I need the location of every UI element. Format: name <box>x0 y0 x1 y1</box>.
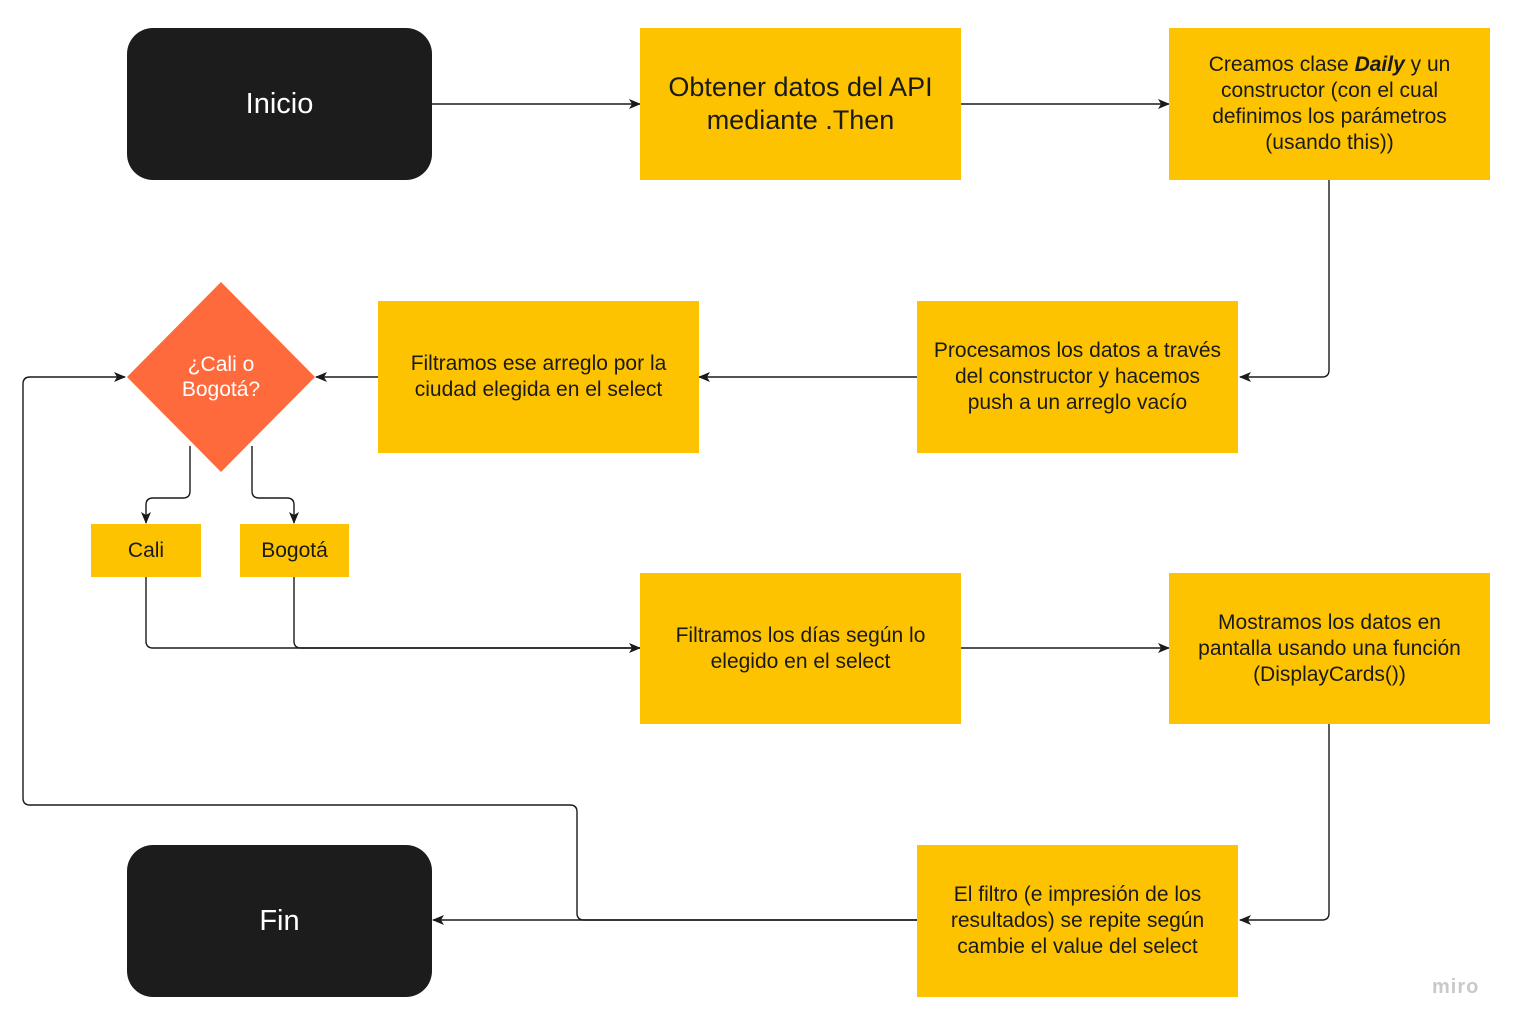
edge-mostramos-to-el-filtro <box>1239 724 1330 925</box>
miro-watermark: miro <box>1432 976 1480 998</box>
edge-el-filtro-loop-to-decision <box>22 372 917 921</box>
process-el-filtro-label: El filtro (e impresión de los resultados… <box>950 883 1205 958</box>
process-obtener-datos-label: Obtener datos del API mediante .Then <box>668 72 933 135</box>
option-cali-label: Cali <box>127 538 165 562</box>
option-cali: Cali <box>91 524 201 577</box>
end-label: Fin <box>259 904 300 937</box>
process-procesamos: Procesamos los datos a través del constr… <box>917 301 1238 453</box>
end-node: Fin <box>127 845 432 997</box>
decision-node: ¿Cali o Bogotá? <box>126 281 316 473</box>
process-obtener-datos: Obtener datos del API mediante .Then <box>640 28 961 180</box>
process-filtramos-dias: Filtramos los días según lo elegido en e… <box>640 573 961 724</box>
process-mostramos-label: Mostramos los datos en pantalla usando u… <box>1198 610 1461 686</box>
process-creamos-clase: Creamos clase Daily y un constructor (co… <box>1169 28 1490 180</box>
decision-label: ¿Cali o Bogotá? <box>181 353 261 401</box>
edge-decision-to-bogota <box>251 446 299 524</box>
process-mostramos: Mostramos los datos en pantalla usando u… <box>1169 573 1490 724</box>
edge-decision-to-cali <box>141 446 191 524</box>
edge-bogota-to-filtramos-dias <box>293 577 640 649</box>
process-procesamos-label: Procesamos los datos a través del constr… <box>933 339 1222 414</box>
class-name-emphasis: Daily <box>1354 53 1405 76</box>
decision-shape <box>127 282 315 472</box>
edge-creamos-to-procesamos <box>1239 180 1330 382</box>
process-creamos-clase-label: Creamos clase Daily y un constructor (co… <box>1208 53 1451 154</box>
edge-cali-to-filtramos-dias <box>145 577 641 653</box>
process-el-filtro: El filtro (e impresión de los resultados… <box>917 845 1238 997</box>
option-bogota: Bogotá <box>240 524 349 577</box>
process-filtramos-arreglo: Filtramos ese arreglo por la ciudad eleg… <box>378 301 699 453</box>
process-filtramos-arreglo-label: Filtramos ese arreglo por la ciudad eleg… <box>410 352 667 401</box>
start-label: Inicio <box>245 87 314 120</box>
option-bogota-label: Bogotá <box>261 538 328 562</box>
start-node: Inicio <box>127 28 432 180</box>
process-filtramos-dias-label: Filtramos los días según lo elegido en e… <box>675 623 926 673</box>
